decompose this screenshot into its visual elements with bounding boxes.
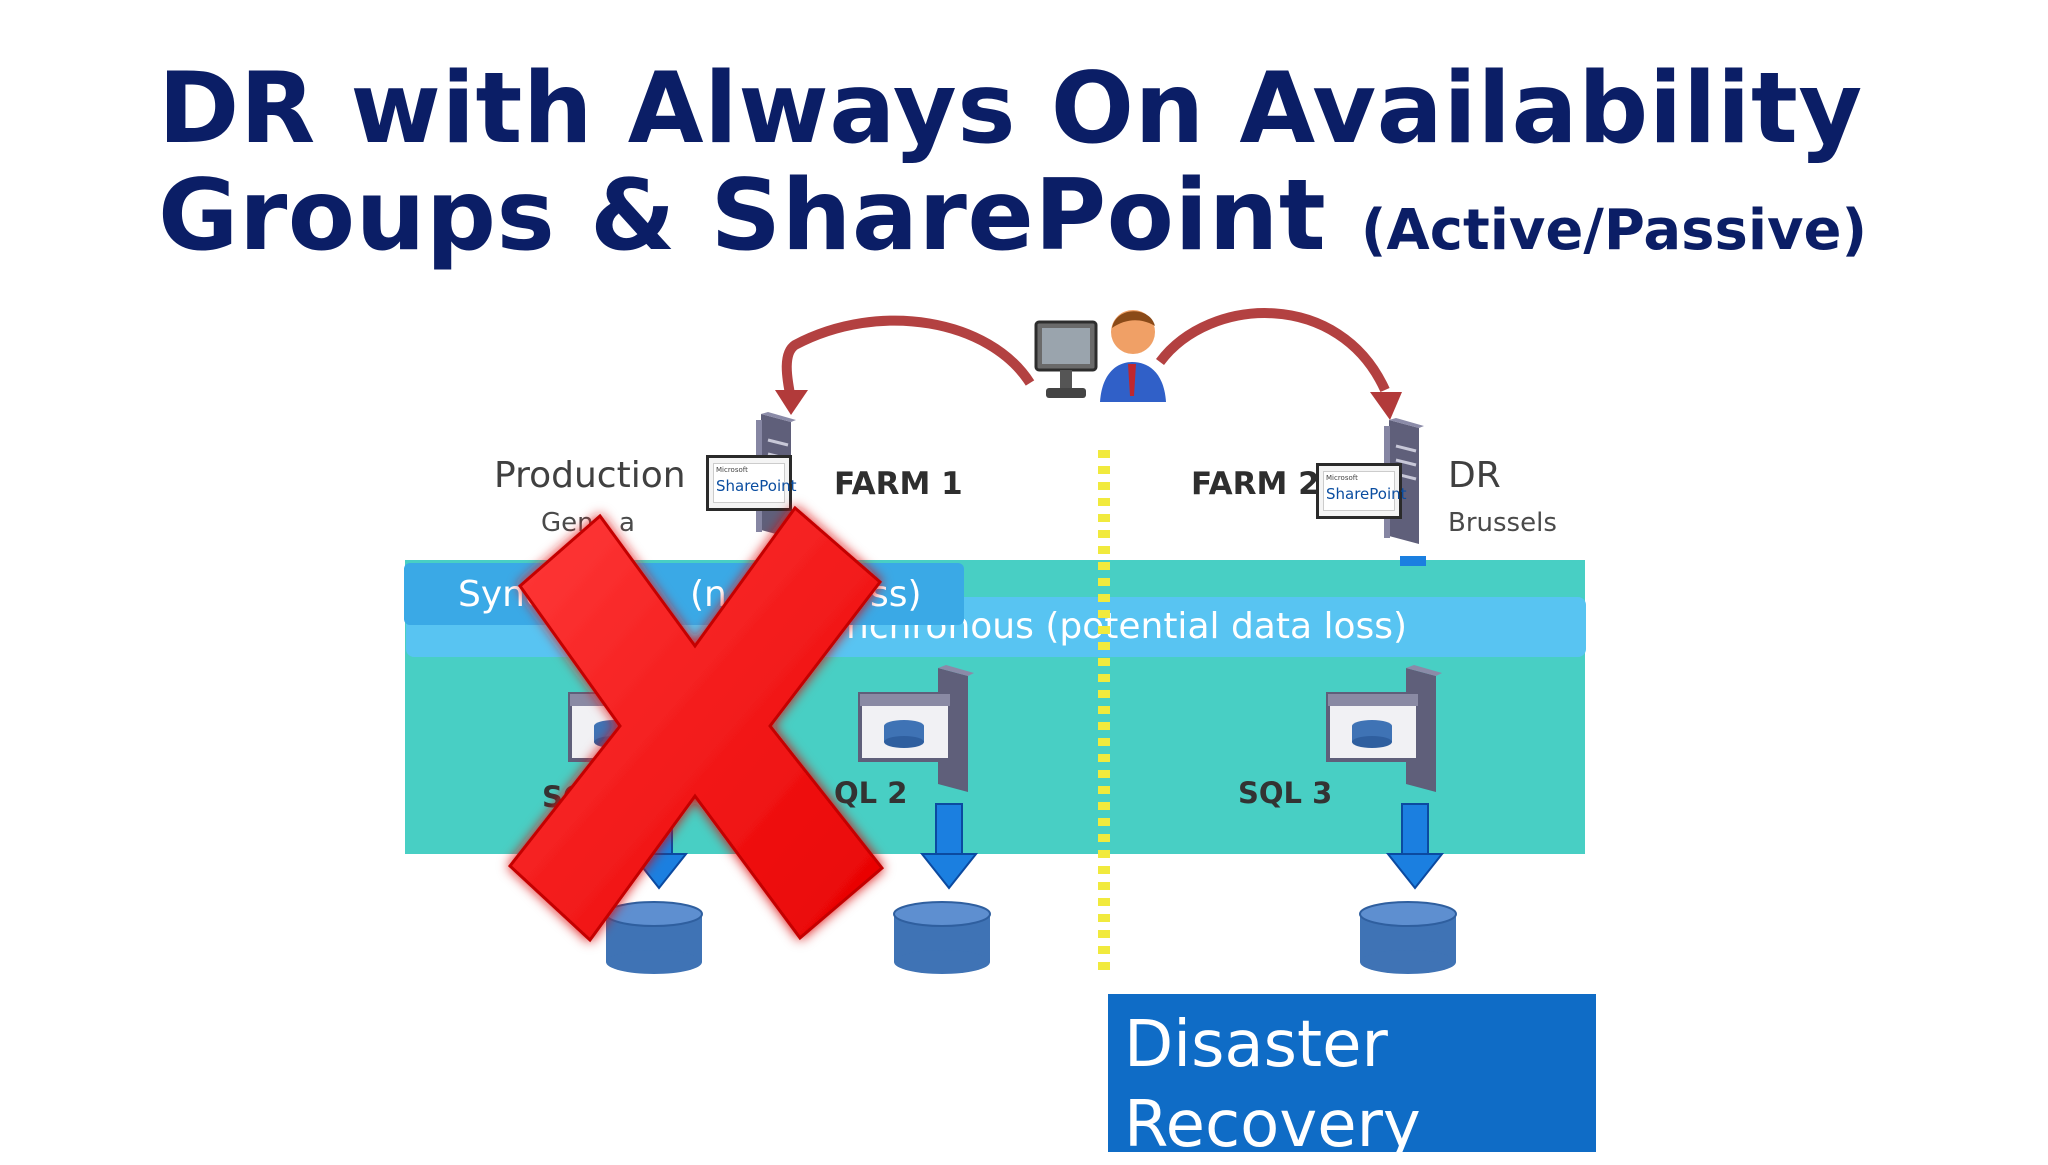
database-icon: [605, 901, 703, 974]
title-line-1: DR with Always On Availability: [158, 52, 1863, 166]
down-arrow-icon: [919, 803, 979, 890]
sharepoint-product: SharePoint: [1326, 485, 1407, 503]
sql-server-icon: [858, 665, 974, 792]
site-divider: [1098, 450, 1110, 978]
sharepoint-product: SharePoint: [716, 477, 797, 495]
disaster-recovery-box: [1108, 994, 1596, 1152]
sharepoint-brand: Microsoft: [716, 466, 748, 474]
sql-server-icon: [1326, 665, 1442, 792]
disaster-recovery-line-1: Disaster: [1124, 1008, 1388, 1082]
farm2-connector: [1400, 556, 1426, 566]
farm-2-label: FARM 2: [1191, 466, 1320, 502]
database-icon: [893, 901, 991, 974]
down-arrow-icon: [1385, 803, 1445, 890]
sharepoint-brand: Microsoft: [1326, 474, 1358, 482]
dr-city-label: Brussels: [1448, 508, 1557, 538]
database-icon: [1359, 901, 1457, 974]
production-city-label-tail: a: [619, 508, 635, 538]
user-at-monitor-icon: [1034, 310, 1166, 402]
sharepoint-logo-farm2: Microsoft SharePoint: [1316, 463, 1407, 519]
sql-2-label: QL 2: [834, 776, 908, 810]
red-x-failure-icon: [507, 505, 885, 943]
disaster-recovery-line-2: Recovery: [1124, 1088, 1421, 1162]
sql-3-label: SQL 3: [1238, 776, 1333, 810]
title-line-2: Groups & SharePoint: [158, 159, 1327, 273]
dr-site-label: DR: [1448, 455, 1501, 496]
title-qualifier: (Active/Passive): [1360, 198, 1868, 263]
slide-title: DR with Always On Availability Groups & …: [158, 56, 1867, 284]
sharepoint-logo-farm1: Microsoft SharePoint: [706, 455, 797, 511]
production-site-label: Production: [494, 455, 686, 496]
farm-1-label: FARM 1: [834, 466, 963, 502]
